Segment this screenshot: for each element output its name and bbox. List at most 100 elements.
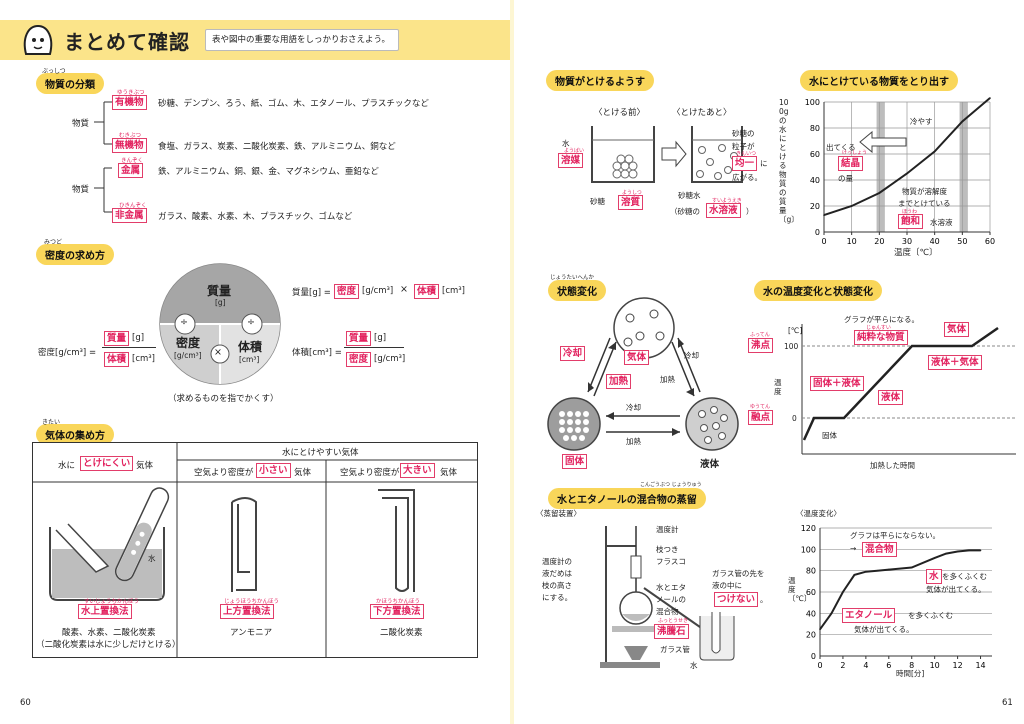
distill-note3: 枝の高さ (542, 581, 572, 590)
y-tick-label: 120 (801, 524, 816, 533)
dissolve-heading: 物質がとけるようす (546, 70, 654, 91)
data-point (933, 557, 936, 559)
data-point (933, 150, 936, 153)
states-cool-top: 冷却 (684, 351, 699, 360)
x-tick-label: 0 (817, 661, 822, 670)
solubility-ylabel: 100gの水にとける物質の質量〔g〕 (779, 98, 799, 224)
solvent-ruby: ようばい (564, 148, 585, 154)
data-point (945, 552, 947, 555)
temp-gas: 気体 (944, 322, 970, 337)
x-tick-label: 6 (886, 661, 891, 670)
organic-ruby: ゆうきぶつ (117, 90, 145, 96)
y-tick-label: 100 (805, 98, 820, 107)
col-heavy-pre: 空気より密度が (340, 468, 400, 478)
subtitle-box (205, 29, 399, 51)
circle-mass-unit: [g] (215, 298, 226, 307)
solute-ruby: ようしつ (622, 190, 642, 196)
data-point (876, 569, 879, 572)
boilstone-ruby: ふっとうせき (658, 618, 689, 624)
data-point (956, 550, 959, 553)
classification-heading: 物質の分類 (36, 73, 104, 94)
x-tick-label: 10 (847, 237, 857, 246)
dist-eth-post2: 気体が出てくる。 (854, 625, 914, 634)
circle-div-right: ÷ (247, 317, 255, 328)
density-heading: 密度の求め方 (36, 244, 114, 265)
solute-term: 溶質 (618, 195, 644, 210)
organic-examples: 砂糖、デンプン、ろう、紙、ゴム、木、エタノール、プラスチックなど (158, 99, 429, 109)
y-tick-label: 20 (810, 202, 820, 211)
boiling-ruby: ふってん (750, 332, 770, 338)
syrup-pre: （砂糖の (670, 207, 700, 216)
dissolve-diagram (591, 126, 743, 183)
density-ruby: みつど (44, 239, 63, 246)
page-number-left: 60 (20, 698, 31, 708)
circle-volume-unit: [cm³] (239, 355, 260, 364)
data-point (819, 628, 821, 631)
y-tick-label: 40 (806, 609, 816, 618)
col-light: 小さい (256, 463, 291, 478)
temp-solid: 固体 (822, 431, 837, 440)
metal-term: 金属 (118, 163, 144, 178)
m1-term: 水上置換法 (78, 604, 132, 619)
dist-water-post2: 気体が出てくる。 (926, 585, 986, 594)
spread: 広がる。 (732, 173, 762, 182)
particles-line2: 粒子が (732, 142, 755, 151)
formula1-num: 質量 (104, 331, 130, 346)
states-solid: 固体 (562, 454, 588, 469)
mixture-term: 混合物 (862, 542, 897, 557)
highlight-band (959, 102, 968, 232)
x-tick-label: 12 (953, 661, 963, 670)
y-tick-label: 80 (810, 124, 820, 133)
temp-sol-liq: 固体＋液体 (810, 376, 864, 391)
distgraph-title: 〈温度変化〉 (796, 509, 841, 518)
temp-liq-gas: 液体＋気体 (928, 355, 982, 370)
temp-100: 100 (784, 342, 799, 351)
distill-note1: 温度計の (542, 557, 572, 566)
m1-ruby: すいじょうちかんほう (84, 599, 140, 605)
formula3-den-unit: [g/cm³] (374, 354, 406, 364)
classification-ruby: ぶっしつ (42, 68, 66, 75)
solvent-term: 溶媒 (558, 153, 584, 168)
data-point (830, 612, 833, 615)
temp-heading: 水の温度変化と状態変化 (754, 280, 882, 301)
m1-ex2: （二酸化炭素は水に少しだけとける） (36, 640, 181, 650)
dist-eth-post1: を多くふくむ (908, 611, 953, 620)
circle-mass: 質量 (207, 284, 232, 298)
nonmetal-ruby: ひきんぞく (119, 203, 147, 209)
distill-flask1: 枝つき (656, 545, 679, 554)
classification-tree (94, 101, 112, 213)
dissolve-sugar: 砂糖 (590, 197, 605, 206)
temp-0: 0 (792, 414, 797, 423)
distill-thermo: 温度計 (656, 525, 679, 534)
boilstone-term: 沸騰石 (654, 624, 689, 639)
col-light-post: 気体 (294, 468, 312, 478)
uniform-ruby: きんいつ (736, 151, 757, 157)
distill-mix3: 混合物 (656, 607, 679, 616)
data-point (989, 97, 991, 99)
distill-tip1: ガラス管の先を (712, 569, 765, 578)
dissolve-before: 〈とける前〉 (594, 108, 646, 118)
crystal-term: 結晶 (838, 156, 864, 171)
nonmetal-examples: ガラス、酸素、水素、木、プラスチック、ゴムなど (158, 212, 353, 222)
classification-label-top: 物質 (72, 119, 90, 129)
x-tick-label: 20 (874, 237, 884, 246)
formula3-den: 密度 (346, 352, 372, 367)
distgraph-arrow: → (850, 544, 857, 553)
x-tick-label: 8 (909, 661, 914, 670)
formula2-b-unit: [cm³] (442, 286, 465, 296)
m3-term: 下方置換法 (370, 604, 424, 619)
solution-term: 水溶液 (706, 203, 741, 218)
formula2-b: 体積 (414, 284, 440, 299)
crystal-ruby: けっしょう (842, 150, 868, 156)
inorganic-ruby: むきぶつ (119, 133, 142, 139)
y-tick-label: 40 (810, 176, 820, 185)
saturated-term: 飽和 (898, 214, 924, 229)
subtitle: 表や図中の重要な用語をしっかりおさえよう。 (212, 35, 390, 45)
distill-mix2: ノールの (656, 595, 686, 604)
distill-water: 水 (690, 661, 698, 670)
states-heat-left: 加熱 (606, 374, 632, 389)
mascot-icon (18, 20, 58, 60)
distill-flask2: フラスコ (656, 557, 686, 566)
solution-ruby: すいようえき (712, 198, 742, 204)
